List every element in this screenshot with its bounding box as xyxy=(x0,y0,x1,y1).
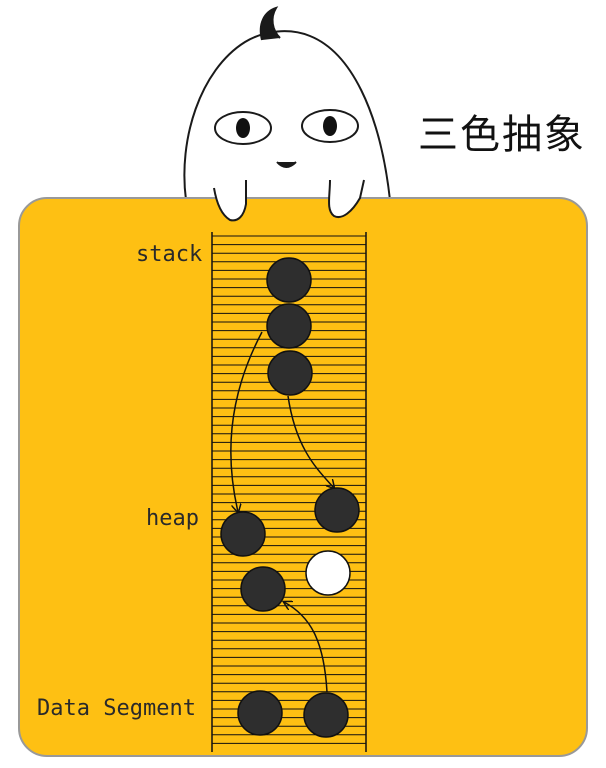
data-segment-label: Data Segment xyxy=(37,696,196,721)
reference-arrows xyxy=(230,331,334,693)
black-object-heap-1 xyxy=(220,511,266,557)
reference-arrow-data-2-to-heap-3 xyxy=(284,602,328,693)
black-object-heap-2 xyxy=(314,487,360,533)
black-object-data-2 xyxy=(303,692,349,738)
mascot-right-hand xyxy=(328,179,365,218)
black-object-heap-3 xyxy=(240,566,286,612)
mascot-right-pupil xyxy=(323,116,337,136)
reference-arrow-stack-2-to-heap-2 xyxy=(287,395,334,488)
mascot-hair-tuft xyxy=(259,6,281,41)
memory-objects xyxy=(220,257,360,738)
mascot-body xyxy=(183,30,392,201)
mascot-left-pupil xyxy=(236,118,250,138)
stack-label: stack xyxy=(136,242,203,267)
reference-arrow-stack-3-to-heap-1 xyxy=(230,331,263,512)
black-object-stack-1 xyxy=(266,257,312,303)
heap-label: heap xyxy=(146,506,199,531)
mascot-illustration xyxy=(183,6,392,201)
black-object-data-1 xyxy=(237,690,283,736)
mascot-left-hand xyxy=(213,180,247,222)
white-object-heap-4 xyxy=(305,550,351,596)
black-object-stack-2 xyxy=(266,303,312,349)
mascot-mouth xyxy=(276,161,297,168)
page-title: 三色抽象 xyxy=(418,112,586,158)
black-object-stack-3 xyxy=(267,350,313,396)
